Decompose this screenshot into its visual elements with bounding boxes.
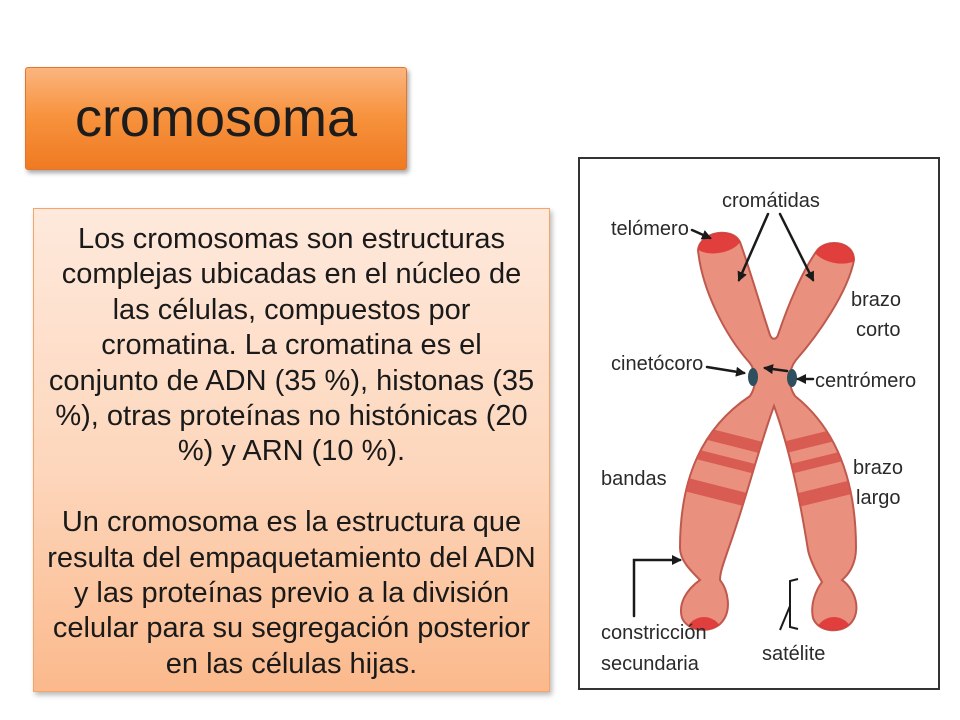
label-bandas: bandas	[601, 468, 667, 490]
text-line: las células, compuestos por	[112, 293, 471, 326]
centromero-center-pointer-arrow	[763, 364, 789, 375]
text-line: complejas ubicadas en el núcleo de	[61, 258, 522, 291]
text-line: en las células hijas.	[165, 647, 418, 680]
chromosome-body	[678, 231, 858, 632]
satellite-tip	[685, 617, 723, 631]
text-line: conjunto de ADN (35 %), histonas (35	[48, 364, 535, 397]
label-constriccion-line2: secundaria	[601, 653, 700, 675]
chromosome-diagram: telómero cromátidas brazo corto cinetóco…	[601, 190, 916, 675]
paragraph-definition: Los cromosomas son estructuras complejas…	[34, 222, 549, 470]
slide-title: cromosoma	[74, 88, 358, 148]
label-brazo-largo-line1: brazo	[853, 457, 903, 479]
text-line: resulta del empaquetamiento del ADN	[47, 541, 536, 574]
text-line: cromatina. La cromatina es el	[101, 329, 482, 362]
cinetocoro-pointer-arrow	[705, 365, 746, 377]
kinetochore-left	[748, 368, 758, 386]
satelite-bracket	[789, 578, 799, 630]
label-satelite: satélite	[762, 643, 825, 665]
cromatida-left-pointer-arrow	[737, 212, 770, 282]
text-line: y las proteínas previo a la división	[73, 577, 510, 610]
label-constriccion-line1: constricción	[601, 622, 707, 644]
satellite-tip	[815, 617, 853, 631]
cromatida-right-pointer-arrow	[778, 212, 815, 282]
label-brazo-corto-line1: brazo	[851, 289, 901, 311]
text-line: %), otras proteínas no histónicas (20	[55, 400, 528, 433]
label-centromero: centrómero	[815, 370, 916, 392]
label-brazo-corto-line2: corto	[856, 319, 900, 341]
text-line: Un cromosoma es la estructura que	[61, 506, 522, 539]
label-telomero: telómero	[611, 218, 689, 240]
telomero-pointer-arrow	[690, 228, 712, 240]
text-line: Los cromosomas son estructuras	[77, 223, 506, 255]
label-cinetocoro: cinetócoro	[611, 353, 703, 375]
label-brazo-largo-line2: largo	[856, 487, 900, 509]
kinetochore-right	[787, 369, 797, 387]
text-line: %) y ARN (10 %).	[177, 435, 406, 468]
slide-title-box: cromosoma	[25, 67, 407, 170]
constriccion-pointer-arrow	[632, 555, 682, 618]
text-line: celular para su segregación posterior	[52, 612, 531, 645]
label-cromatidas: cromátidas	[722, 190, 820, 212]
body-text-box: Los cromosomas son estructuras complejas…	[33, 208, 550, 692]
satelite-pointer-line	[779, 605, 791, 631]
paragraph-structure: Un cromosoma es la estructura que result…	[34, 505, 549, 682]
